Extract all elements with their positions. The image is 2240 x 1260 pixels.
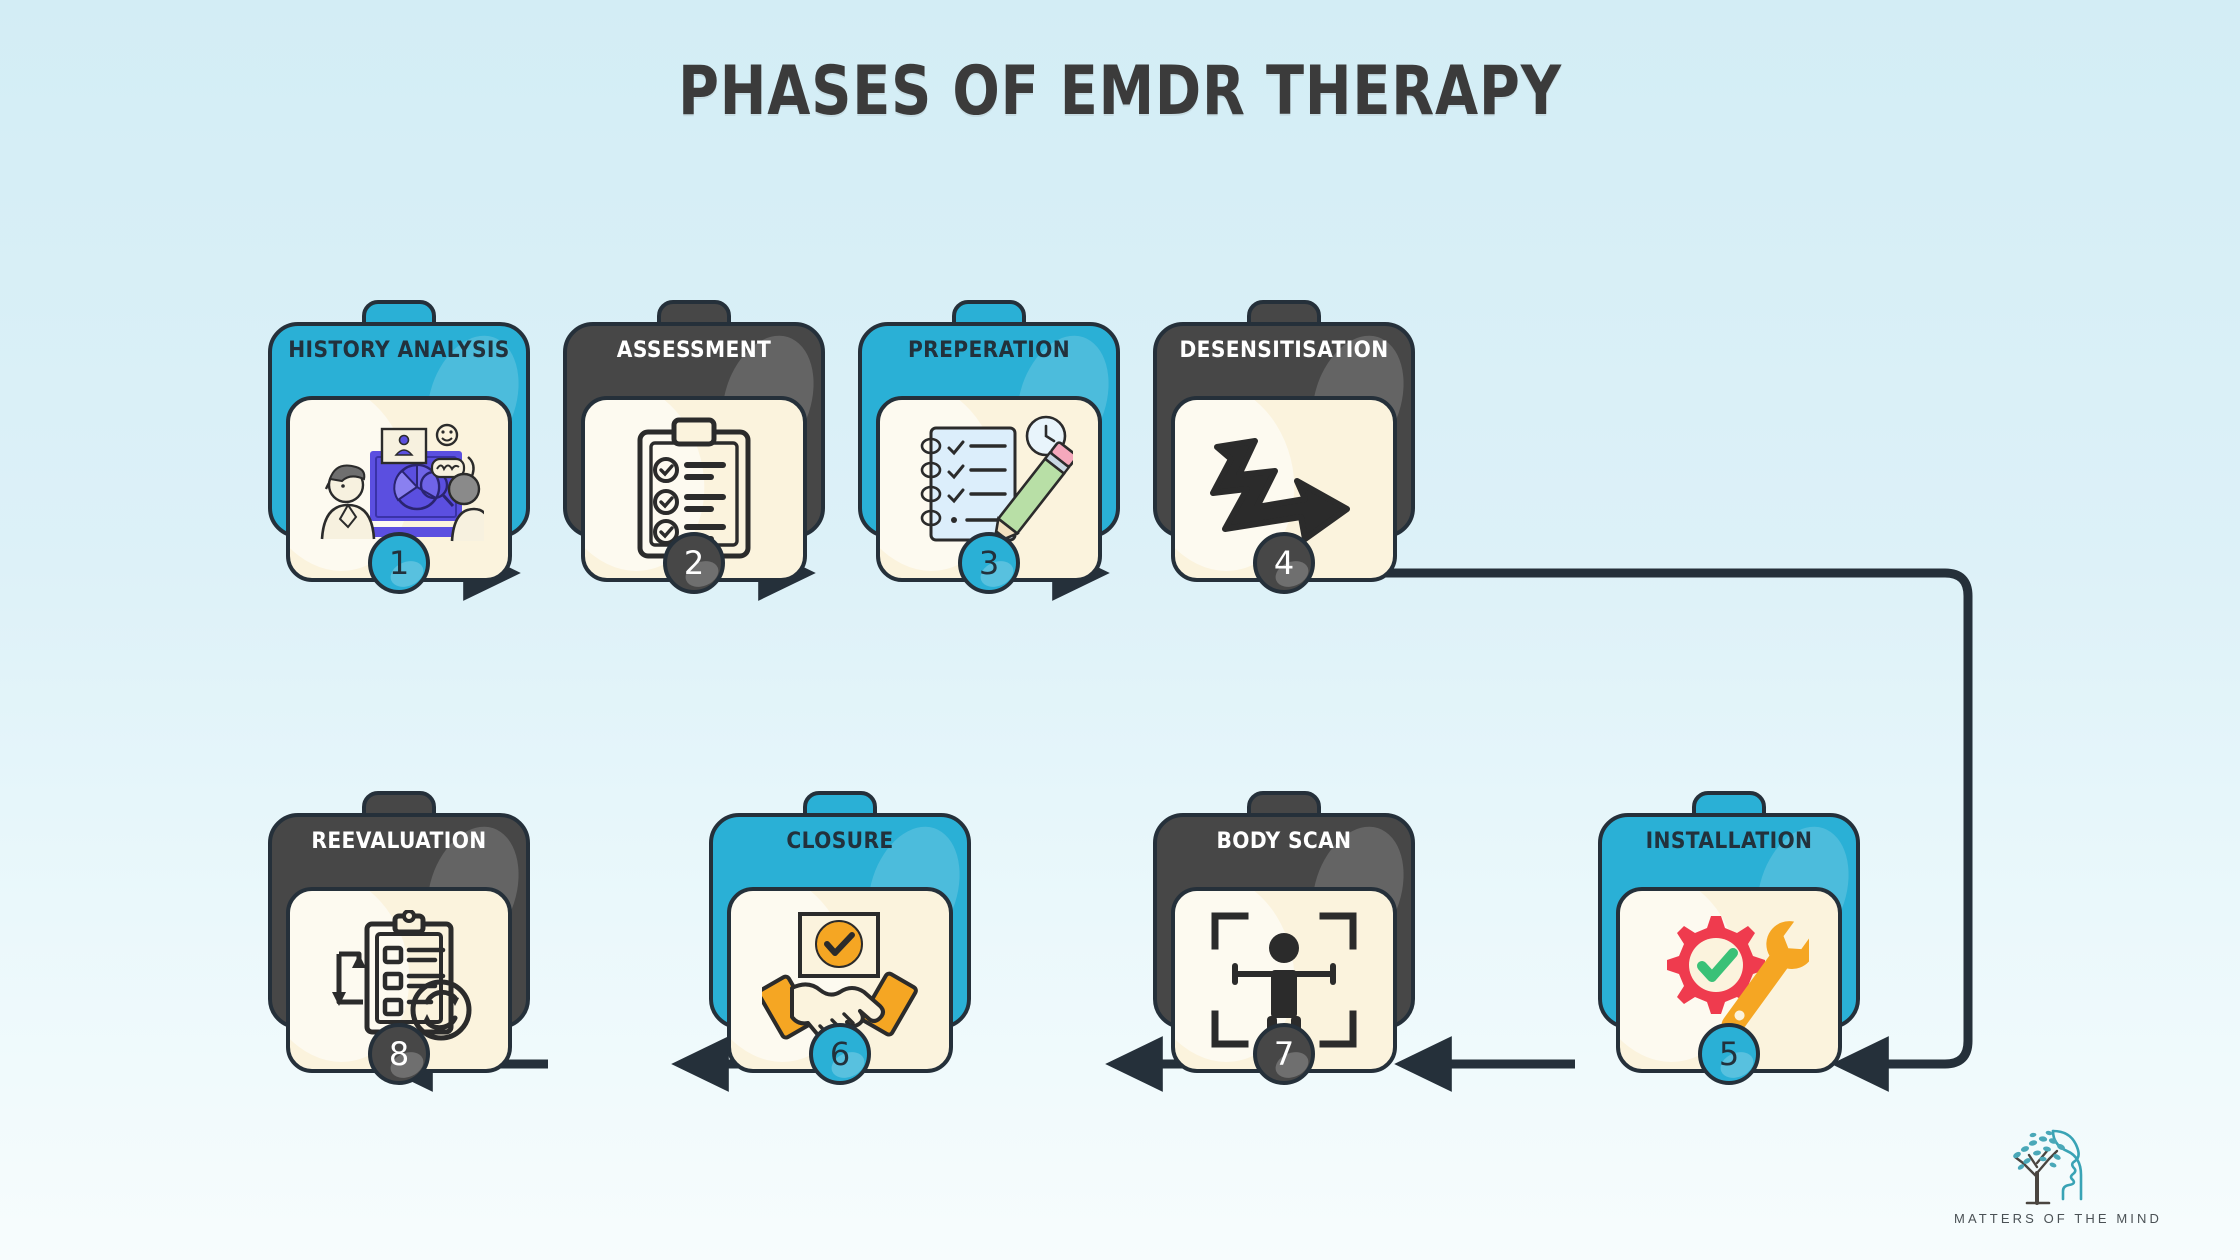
phase-card-2[interactable]: ASSESSMENT xyxy=(563,300,825,594)
phase-badge-3: 3 xyxy=(958,532,1020,594)
notepad-pencil-clock-icon xyxy=(880,400,1098,578)
card-label: BODY SCAN xyxy=(1216,829,1352,854)
phase-badge-4: 4 xyxy=(1253,532,1315,594)
tree-head-profile-icon xyxy=(2013,1129,2083,1205)
card-label: HISTORY ANALYSIS xyxy=(288,338,510,363)
phase-card-5[interactable]: INSTALLATION 5 xyxy=(1598,791,1860,1085)
phase-badge-1: 1 xyxy=(368,532,430,594)
badge-number: 4 xyxy=(1273,544,1295,582)
phase-card-4[interactable]: DESENSITISATION 4 xyxy=(1153,300,1415,594)
arrow-4-to-5 xyxy=(1276,568,1973,1092)
badge-number: 8 xyxy=(388,1035,410,1073)
phase-badge-5: 5 xyxy=(1698,1023,1760,1085)
phase-card-8[interactable]: REEVALUATION xyxy=(268,791,530,1085)
badge-number: 7 xyxy=(1273,1035,1295,1073)
badge-number: 1 xyxy=(388,544,410,582)
page-title: PHASES OF EMDR THERAPY xyxy=(678,52,1562,131)
card-label: REEVALUATION xyxy=(311,829,487,854)
phase-badge-8: 8 xyxy=(368,1023,430,1085)
badge-number: 6 xyxy=(829,1035,851,1073)
phase-badge-6: 6 xyxy=(809,1023,871,1085)
phase-card-1[interactable]: HISTORY ANALYSIS xyxy=(268,300,530,594)
card-label: CLOSURE xyxy=(786,829,894,854)
phase-card-7[interactable]: BODY SCAN xyxy=(1153,791,1415,1085)
brand-name: MATTERS OF THE MIND xyxy=(1954,1211,2162,1226)
phase-card-3[interactable]: PREPERATION xyxy=(858,300,1120,594)
gear-check-wrench-icon xyxy=(1620,891,1838,1069)
zigzag-arrow-icon xyxy=(1175,400,1393,578)
badge-number: 2 xyxy=(683,544,705,582)
icon-panel xyxy=(286,887,512,1073)
card-label: PREPERATION xyxy=(907,338,1071,363)
person-at-laptop-analytics-icon xyxy=(290,400,508,578)
brand-logo: MATTERS OF THE MIND xyxy=(1938,1129,2178,1226)
handshake-check-icon xyxy=(731,891,949,1069)
phase-badge-2: 2 xyxy=(663,532,725,594)
badge-number: 3 xyxy=(978,544,1000,582)
icon-panel xyxy=(1616,887,1842,1073)
card-label: ASSESSMENT xyxy=(616,338,772,363)
icon-panel xyxy=(876,396,1102,582)
badge-number: 5 xyxy=(1718,1035,1740,1073)
phase-card-6[interactable]: CLOSURE xyxy=(709,791,971,1085)
card-label: DESENSITISATION xyxy=(1179,338,1389,363)
card-label: INSTALLATION xyxy=(1645,829,1813,854)
phase-badge-7: 7 xyxy=(1253,1023,1315,1085)
